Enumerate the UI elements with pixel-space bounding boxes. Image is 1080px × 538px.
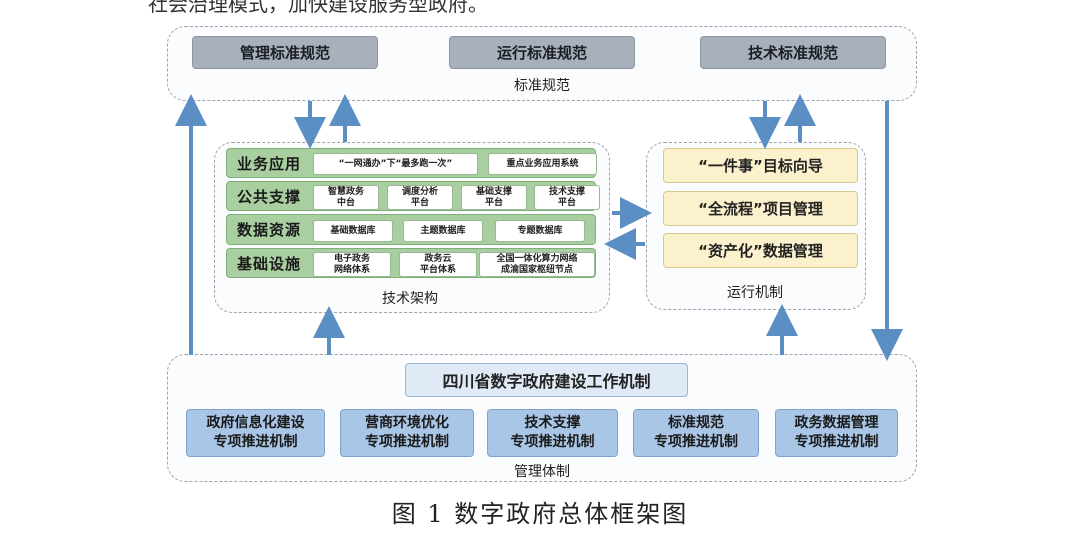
tech-item: 基础数据库 bbox=[313, 220, 393, 242]
mgmt-item-business-environment: 营商环境优化 专项推进机制 bbox=[340, 409, 474, 457]
management-system-label: 管理体制 bbox=[514, 464, 570, 480]
tech-item: 政务云 平台体系 bbox=[399, 252, 477, 277]
tech-item: 电子政务 网络体系 bbox=[313, 252, 391, 277]
tech-row-business-apps: 业务应用 “一网通办”下“最多跑一次” 重点业务应用系统 bbox=[226, 148, 597, 178]
work-mechanism-title: 四川省数字政府建设工作机制 bbox=[405, 363, 688, 397]
mgmt-item-line: 专项推进机制 bbox=[510, 434, 595, 450]
operation-mechanism-label: 运行机制 bbox=[727, 285, 783, 301]
mgmt-item-line: 专项推进机制 bbox=[365, 434, 449, 450]
mgmt-item-line: 专项推进机制 bbox=[794, 434, 879, 450]
tech-item: 基础支撑 平台 bbox=[461, 185, 527, 210]
standards-label: 标准规范 bbox=[514, 78, 570, 94]
mgmt-item-standards: 标准规范 专项推进机制 bbox=[633, 409, 759, 457]
management-standard-box: 管理标准规范 bbox=[192, 36, 378, 69]
mgmt-item-tech-support: 技术支撑 专项推进机制 bbox=[487, 409, 618, 457]
tech-item: 主题数据库 bbox=[403, 220, 483, 242]
mgmt-item-line: 技术支撑 bbox=[524, 415, 581, 431]
operation-standard-box: 运行标准规范 bbox=[449, 36, 635, 69]
tech-item: 专题数据库 bbox=[495, 220, 585, 242]
tech-item: 智慧政务 中台 bbox=[313, 185, 379, 210]
mgmt-item-gov-informatization: 政府信息化建设 专项推进机制 bbox=[186, 409, 325, 457]
tech-row-label: 基础设施 bbox=[237, 254, 302, 273]
tech-item: 全国一体化算力网络 成渝国家枢纽节点 bbox=[479, 252, 595, 277]
top-paragraph-text: 社会治理模式，加快建设服务型政府。 bbox=[148, 0, 488, 16]
mgmt-item-line: 标准规范 bbox=[668, 415, 724, 431]
ops-item-data-management: “资产化”数据管理 bbox=[663, 233, 858, 268]
tech-item: “一网通办”下“最多跑一次” bbox=[313, 153, 478, 175]
mgmt-item-data-governance: 政务数据管理 专项推进机制 bbox=[775, 409, 898, 457]
tech-row-label: 公共支撑 bbox=[237, 187, 302, 206]
tech-row-data-resources: 数据资源 基础数据库 主题数据库 专题数据库 bbox=[226, 214, 596, 245]
tech-row-infrastructure: 基础设施 电子政务 网络体系 政务云 平台体系 全国一体化算力网络 成渝国家枢纽… bbox=[226, 248, 596, 278]
ops-item-project-management: “全流程”项目管理 bbox=[663, 191, 858, 226]
tech-row-label: 业务应用 bbox=[237, 154, 302, 173]
mgmt-item-line: 专项推进机制 bbox=[213, 434, 298, 450]
tech-item: 重点业务应用系统 bbox=[488, 153, 597, 175]
technical-standard-box: 技术标准规范 bbox=[700, 36, 886, 69]
tech-row-public-support: 公共支撑 智慧政务 中台 调度分析 平台 基础支撑 平台 技术支撑 平台 bbox=[226, 181, 600, 211]
tech-row-label: 数据资源 bbox=[237, 221, 302, 239]
mgmt-item-line: 政府信息化建设 bbox=[206, 415, 305, 431]
figure-caption: 图 1 数字政府总体框架图 bbox=[391, 500, 689, 528]
mgmt-item-line: 政务数据管理 bbox=[794, 415, 879, 431]
tech-architecture-label: 技术架构 bbox=[382, 291, 438, 307]
ops-item-target-guide: “一件事”目标向导 bbox=[663, 148, 858, 183]
mgmt-item-line: 营商环境优化 bbox=[365, 415, 449, 431]
tech-item: 调度分析 平台 bbox=[387, 185, 453, 210]
mgmt-item-line: 专项推进机制 bbox=[654, 434, 738, 450]
tech-item: 技术支撑 平台 bbox=[534, 185, 600, 210]
